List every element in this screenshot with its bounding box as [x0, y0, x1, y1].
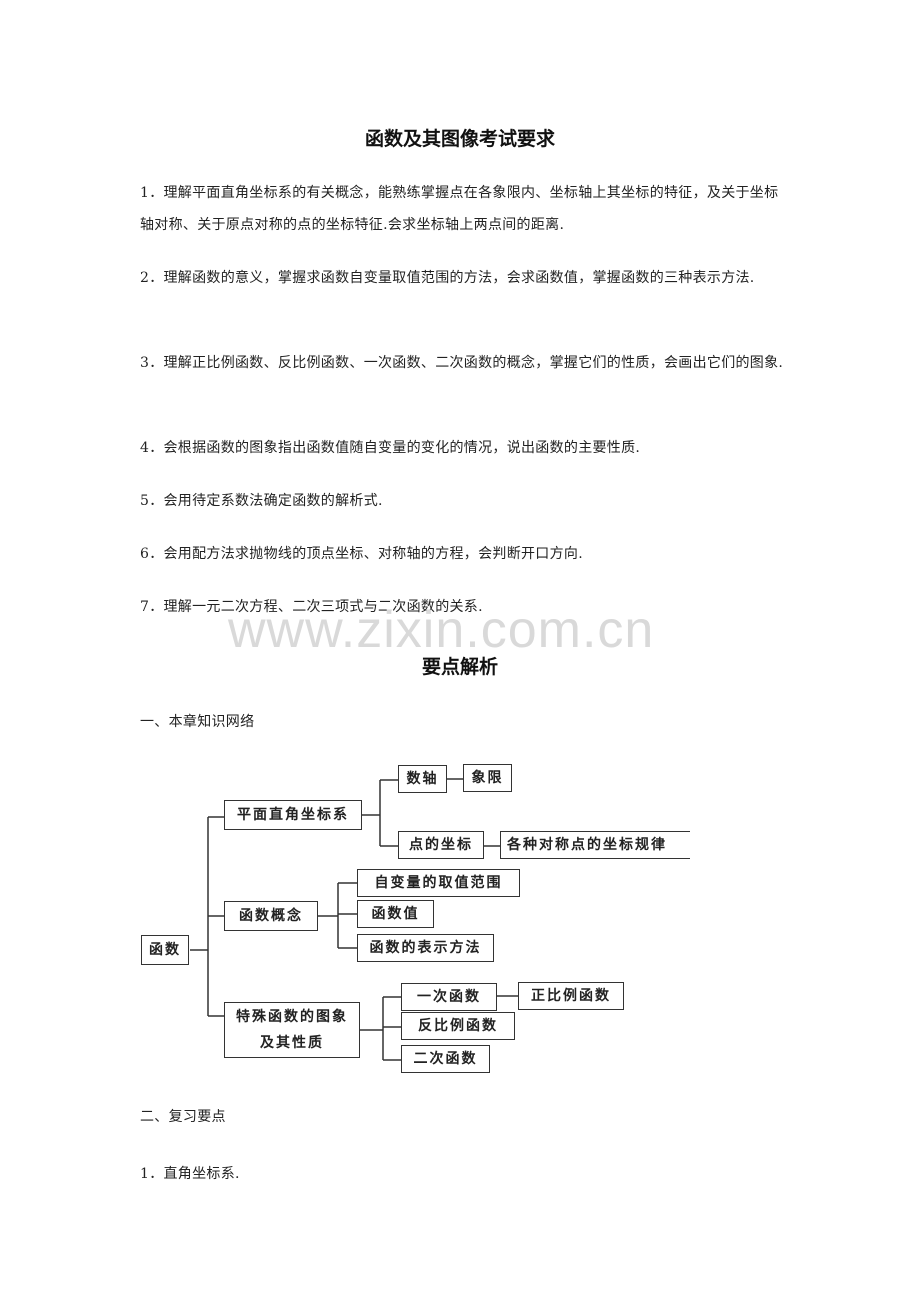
requirement-6: 6．会用配方法求抛物线的顶点坐标、对称轴的方程，会判断开口方向. — [140, 546, 583, 562]
node-quadratic-function: 二次函数 — [401, 1045, 490, 1073]
node-point-coordinate: 点的坐标 — [398, 831, 484, 859]
node-quadrant: 象限 — [463, 764, 512, 792]
section-title: 要点解析 — [421, 656, 498, 678]
node-function-representation: 函数的表示方法 — [357, 934, 494, 962]
subsection-review-points: 二、复习要点 — [140, 1109, 226, 1125]
node-proportional-function: 正比例函数 — [518, 982, 624, 1010]
node-variable-range: 自变量的取值范围 — [357, 869, 520, 897]
requirement-2: 2．理解函数的意义，掌握求函数自变量取值范围的方法，会求函数值，掌握函数的三种表… — [140, 270, 755, 286]
requirement-7: 7．理解一元二次方程、二次三项式与二次函数的关系. — [140, 599, 483, 615]
node-number-axis: 数轴 — [398, 765, 447, 793]
node-special-functions-line1: 特殊函数的图象 — [236, 1009, 348, 1025]
requirement-3: 3．理解正比例函数、反比例函数、一次函数、二次函数的概念，掌握它们的性质，会画出… — [140, 355, 784, 371]
requirement-4: 4．会根据函数的图象指出函数值随自变量的变化的情况，说出函数的主要性质. — [140, 440, 641, 456]
node-special-functions: 特殊函数的图象 及其性质 — [224, 1002, 360, 1058]
node-function: 函数 — [141, 935, 189, 965]
watermark: www.zixin.com.cn — [228, 601, 655, 659]
node-special-functions-line2: 及其性质 — [260, 1035, 324, 1051]
subsection-knowledge-network: 一、本章知识网络 — [140, 714, 255, 730]
requirement-5: 5．会用待定系数法确定函数的解析式. — [140, 493, 383, 509]
requirement-1: 1．理解平面直角坐标系的有关概念，能熟练掌握点在各象限内、坐标轴上其坐标的特征，… — [140, 185, 779, 233]
node-symmetry-rule: 各种对称点的坐标规律 — [500, 831, 690, 859]
node-coordinate-system: 平面直角坐标系 — [224, 800, 362, 830]
node-linear-function: 一次函数 — [401, 983, 497, 1011]
page-title: 函数及其图像考试要求 — [364, 128, 555, 150]
review-point-1: 1．直角坐标系. — [140, 1166, 240, 1182]
node-function-value: 函数值 — [357, 900, 434, 928]
node-function-concept: 函数概念 — [224, 901, 318, 931]
node-inverse-function: 反比例函数 — [401, 1012, 515, 1040]
